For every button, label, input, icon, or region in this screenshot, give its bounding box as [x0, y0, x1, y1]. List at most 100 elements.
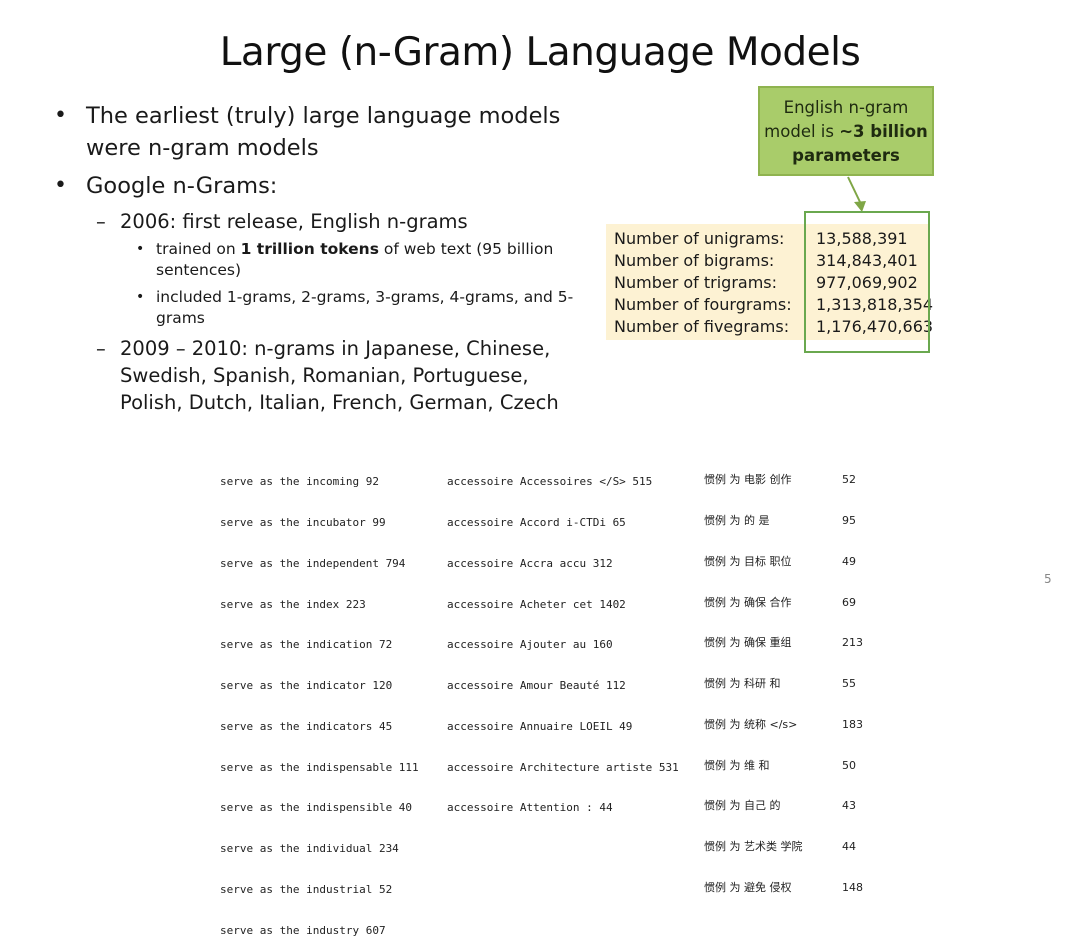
- list-item: accessoire Attention : 44: [447, 801, 613, 815]
- callout-line1: English n-gram: [783, 98, 909, 117]
- chinese-sample-list: 惯例 为 电影 创作 52 惯例 为 的 是 95 惯例 为 目标 职位 49 惯例 …: [704, 446, 882, 908]
- ngram-text: 惯例 为 艺术类 学院: [704, 840, 803, 854]
- list-item: serve as the indicators 45: [220, 719, 393, 733]
- parameter-callout: English n-gram model is ~3 billion param…: [758, 86, 934, 176]
- ngram-count: 55: [842, 677, 856, 691]
- list-item: 惯例 为 科研 和 55: [704, 677, 882, 691]
- callout-line2: model is ~3 billion: [760, 120, 932, 144]
- bullet-dot-icon: •: [54, 173, 67, 198]
- list-item: 惯例 为 自己 的 43: [704, 799, 882, 813]
- bullet-dot-icon: •: [136, 289, 145, 305]
- list-item: serve as the industrial 52: [220, 883, 393, 896]
- ngram-text: 惯例 为 统称 </s>: [704, 717, 798, 731]
- sub-sub-bullet-item: • included 1-grams, 2-grams, 3-grams, 4-…: [52, 287, 592, 329]
- table-row: Number of fivegrams: 1,176,470,663: [614, 316, 934, 338]
- list-item: serve as the indispensable 111: [220, 760, 419, 774]
- count-value: 314,843,401: [816, 251, 918, 270]
- dash-icon: –: [96, 337, 106, 360]
- list-item: accessoire Architecture artiste 531: [447, 760, 679, 774]
- ngram-count: 43: [842, 799, 856, 813]
- ngram-text: 惯例 为 确保 重组: [704, 636, 792, 650]
- bullet-text: Google n-Grams:: [86, 173, 278, 199]
- list-item: accessoire Annuaire LOEIL 49: [447, 719, 633, 733]
- table-row: Number of bigrams: 314,843,401: [614, 250, 926, 272]
- count-label: Number of bigrams:: [614, 251, 775, 270]
- ngram-count: 52: [842, 473, 856, 487]
- ngram-count: 50: [842, 758, 856, 772]
- list-item: 惯例 为 避免 侵权 148: [704, 881, 882, 895]
- count-label: Number of unigrams:: [614, 229, 785, 248]
- list-item: 惯例 为 维 和 50: [704, 759, 882, 773]
- list-item: serve as the incubator 99: [220, 515, 386, 529]
- list-item: 惯例 为 的 是 95: [704, 514, 882, 528]
- list-item: accessoire Accessoires </S> 515: [447, 475, 653, 489]
- list-item: serve as the incoming 92: [220, 475, 379, 489]
- list-item: 惯例 为 艺术类 学院 44: [704, 840, 882, 854]
- ngram-count: 213: [842, 636, 863, 650]
- ngram-text: 惯例 为 目标 职位: [704, 554, 792, 568]
- dash-icon: –: [96, 210, 106, 233]
- english-sample-list: serve as the incoming 92 serve as the in…: [220, 448, 419, 951]
- bullet-dot-icon: •: [54, 103, 67, 128]
- list-item: accessoire Amour Beauté 112: [447, 679, 626, 693]
- bullet-text: included 1-grams, 2-grams, 3-grams, 4-gr…: [156, 288, 574, 327]
- sub-bullet-text: 2009 – 2010: n-grams in Japanese, Chines…: [120, 337, 559, 414]
- list-item: 惯例 为 统称 </s> 183: [704, 718, 882, 732]
- callout-line3-bold: parameters: [792, 146, 900, 165]
- ngram-counts-table: Number of unigrams: 13,588,391 Number of…: [614, 228, 934, 338]
- callout-line3: parameters: [760, 144, 932, 168]
- table-row: Number of unigrams: 13,588,391: [614, 228, 926, 250]
- list-item: 惯例 为 确保 合作 69: [704, 596, 882, 610]
- bullet-dot-icon: •: [136, 241, 145, 257]
- list-item: serve as the index 223: [220, 597, 366, 611]
- bullet-list: • The earliest (truly) large language mo…: [52, 100, 592, 420]
- ngram-count: 44: [842, 840, 856, 854]
- count-value: 977,069,902: [816, 273, 918, 292]
- ngram-text: 惯例 为 电影 创作: [704, 473, 792, 487]
- ngram-count: 69: [842, 595, 856, 609]
- ngram-counts-table-background: [606, 224, 930, 340]
- callout-line2-pre: model is: [764, 122, 840, 141]
- bullet-item: • Google n-Grams:: [52, 170, 592, 202]
- ngram-count: 95: [842, 513, 856, 527]
- bullet-text-pre: trained on: [156, 240, 241, 258]
- list-item: accessoire Accord i-CTDi 65: [447, 515, 626, 529]
- bullet-item: • The earliest (truly) large language mo…: [52, 100, 592, 164]
- count-value: 13,588,391: [816, 229, 908, 248]
- list-item: serve as the individual 234: [220, 842, 399, 856]
- list-item: 惯例 为 目标 职位 49: [704, 555, 882, 569]
- count-label: Number of trigrams:: [614, 273, 778, 292]
- bullet-text: The earliest (truly) large language mode…: [86, 103, 561, 161]
- ngram-count: 49: [842, 554, 856, 568]
- slide-title: Large (n-Gram) Language Models: [219, 30, 861, 75]
- list-item: 惯例 为 确保 重组 213: [704, 636, 882, 650]
- ngram-text: 惯例 为 的 是: [704, 513, 770, 527]
- ngram-text: 惯例 为 维 和: [704, 758, 770, 772]
- list-item: serve as the independent 794: [220, 556, 406, 570]
- table-row: Number of fourgrams: 1,313,818,354: [614, 294, 934, 316]
- ngram-text: 惯例 为 自己 的: [704, 799, 781, 813]
- count-value: 1,176,470,663: [816, 317, 934, 336]
- list-item: accessoire Ajouter au 160: [447, 638, 613, 652]
- list-item: serve as the indispensible 40: [220, 801, 413, 815]
- sub-bullet-item: – 2006: first release, English n-grams: [52, 208, 592, 235]
- ngram-text: 惯例 为 科研 和: [704, 677, 781, 691]
- french-sample-list: accessoire Accessoires </S> 515 accessoi…: [447, 448, 679, 829]
- count-label: Number of fivegrams:: [614, 317, 790, 336]
- list-item: serve as the industry 607: [220, 923, 386, 937]
- page-number: 5: [1044, 572, 1052, 586]
- ngram-count: 148: [842, 881, 863, 894]
- list-item: serve as the indicator 120: [220, 679, 393, 693]
- list-item: serve as the indication 72: [220, 638, 393, 652]
- list-item: accessoire Accra accu 312: [447, 556, 613, 570]
- bullet-text-post: of web text (95 billion sentences): [156, 240, 554, 279]
- count-value: 1,313,818,354: [816, 295, 934, 314]
- ngram-count: 183: [842, 717, 863, 731]
- bullet-text-bold: 1 trillion tokens: [240, 240, 379, 258]
- sub-bullet-text: 2006: first release, English n-grams: [120, 210, 468, 233]
- ngram-text: 惯例 为 避免 侵权: [704, 881, 792, 894]
- sub-sub-bullet-item: • trained on 1 trillion tokens of web te…: [52, 239, 592, 281]
- table-row: Number of trigrams: 977,069,902: [614, 272, 926, 294]
- count-values-highlight-box: [804, 211, 930, 353]
- ngram-text: 惯例 为 确保 合作: [704, 595, 792, 609]
